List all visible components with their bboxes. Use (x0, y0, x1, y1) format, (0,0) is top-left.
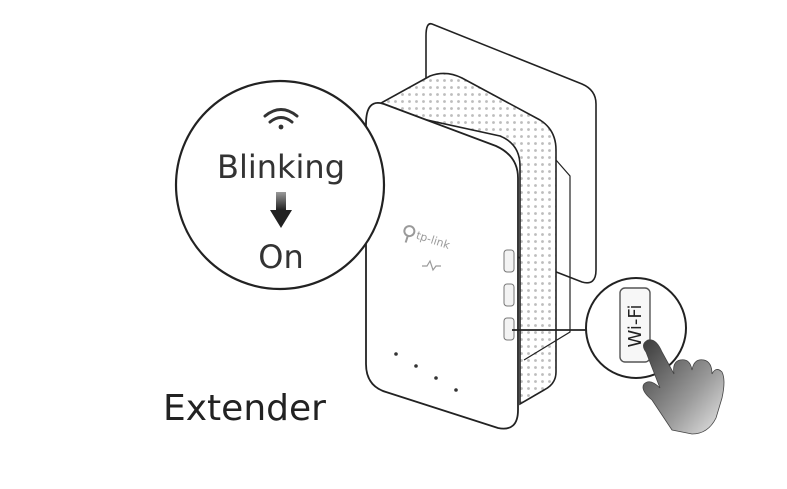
wifi-button-label: Wi-Fi (625, 305, 646, 348)
wifi-led (454, 388, 458, 392)
status-blinking-text: Blinking (217, 148, 345, 186)
status-on-text: On (258, 238, 303, 276)
extender-device (365, 102, 519, 430)
arrow-down-icon (270, 192, 292, 228)
led-status-callout: Blinking On (174, 79, 386, 291)
wifi-button-zoom: Wi-Fi (585, 277, 687, 379)
device-caption: Extender (163, 388, 326, 429)
pulse-icon (422, 259, 441, 272)
wifi-button[interactable] (503, 317, 515, 341)
pressing-hand-icon (642, 339, 725, 435)
wifi-icon (263, 108, 299, 130)
powerline-led (414, 364, 418, 368)
ethernet-led (434, 376, 438, 380)
power-led (394, 352, 398, 356)
pair-button[interactable] (503, 249, 515, 273)
wifi-button-zoomed[interactable] (619, 287, 651, 363)
reset-button[interactable] (503, 283, 515, 307)
